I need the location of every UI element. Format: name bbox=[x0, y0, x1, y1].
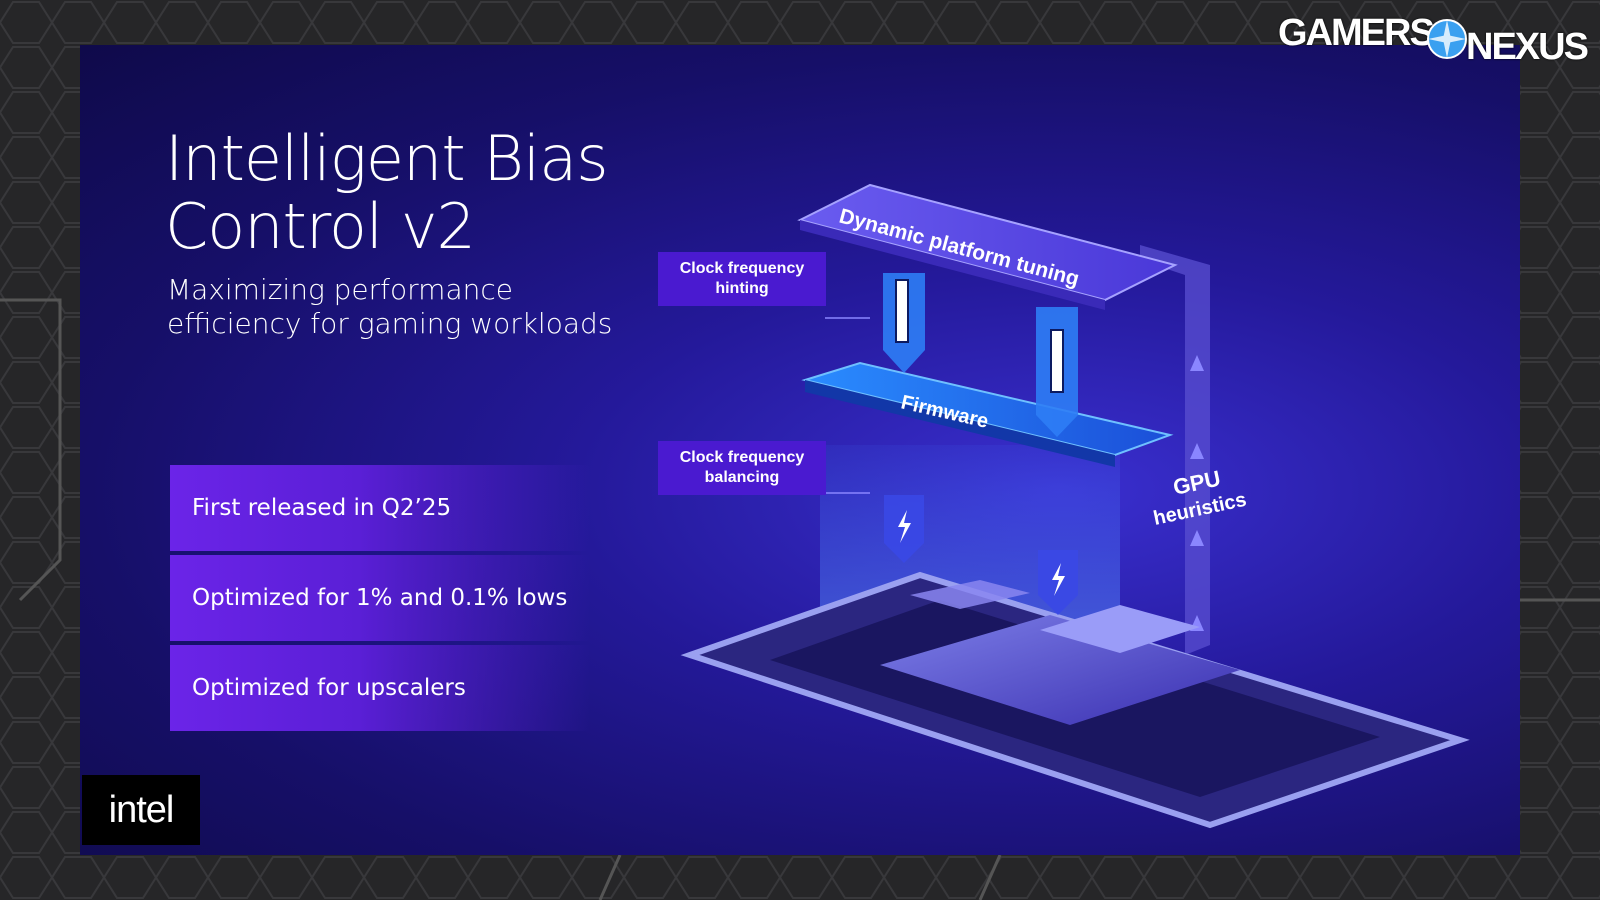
firmware-layer bbox=[801, 361, 1174, 457]
arrow-up-icon bbox=[1190, 355, 1204, 371]
gamers-nexus-logo: GAMERS NEXUS bbox=[1278, 12, 1589, 70]
chip-tile bbox=[1040, 605, 1200, 653]
balancing-arrow bbox=[884, 495, 924, 563]
chip-tile bbox=[910, 580, 1030, 609]
balancing-arrow bbox=[1038, 550, 1078, 615]
gpu-heuristics-bracket bbox=[1140, 245, 1210, 655]
thermometer-icon bbox=[895, 279, 909, 343]
title-line-1: Intelligent Bias bbox=[165, 122, 608, 195]
slide-subtitle: Maximizing performance efficiency for ga… bbox=[167, 273, 687, 341]
thermometer-icon bbox=[1050, 329, 1064, 393]
logo-text-nexus: NEXUS bbox=[1466, 26, 1589, 68]
callout-line-2: hinting bbox=[715, 280, 769, 297]
top-layer-edge bbox=[800, 220, 1105, 310]
lightning-bolt-icon bbox=[898, 510, 911, 543]
feature-box-release: First released in Q2’25 bbox=[170, 465, 590, 551]
subtitle-line-2: efficiency for gaming workloads bbox=[167, 307, 613, 340]
layer-diagram: Dynamic platform tuning Firmware GPU heu… bbox=[680, 183, 1470, 829]
callout-clock-frequency-balancing: Clock frequency balancing bbox=[658, 441, 826, 495]
callout-line-1: Clock frequency bbox=[679, 260, 805, 277]
intel-logo-text: intel bbox=[108, 788, 175, 831]
logo-text-gamers: GAMERS bbox=[1278, 12, 1435, 54]
feature-box-lows: Optimized for 1% and 0.1% lows bbox=[170, 555, 590, 641]
feature-box-upscalers: Optimized for upscalers bbox=[170, 645, 590, 731]
feature-label: Optimized for 1% and 0.1% lows bbox=[192, 585, 568, 611]
firmware-layer-edge bbox=[805, 380, 1115, 467]
feature-label: First released in Q2’25 bbox=[192, 495, 452, 521]
callout-line-2: balancing bbox=[704, 469, 780, 486]
lightning-bolt-icon bbox=[1052, 563, 1065, 596]
dynamic-platform-tuning-layer bbox=[797, 183, 1178, 302]
slide-title: Intelligent Bias Control v2 bbox=[165, 125, 608, 261]
globe-logo-icon bbox=[1427, 19, 1467, 59]
callout-line-1: Clock frequency bbox=[679, 449, 805, 466]
title-line-2: Control v2 bbox=[165, 190, 476, 263]
intel-logo: intel bbox=[82, 775, 200, 845]
arrow-up-icon bbox=[1190, 530, 1204, 546]
chip-die bbox=[880, 615, 1240, 725]
feature-label: Optimized for upscalers bbox=[192, 675, 466, 701]
callout-clock-frequency-hinting: Clock frequency hinting bbox=[658, 252, 826, 306]
arrow-up-icon bbox=[1190, 443, 1204, 459]
subtitle-line-1: Maximizing performance bbox=[167, 273, 513, 306]
presentation-slide: Intelligent Bias Control v2 Maximizing p… bbox=[80, 45, 1520, 855]
